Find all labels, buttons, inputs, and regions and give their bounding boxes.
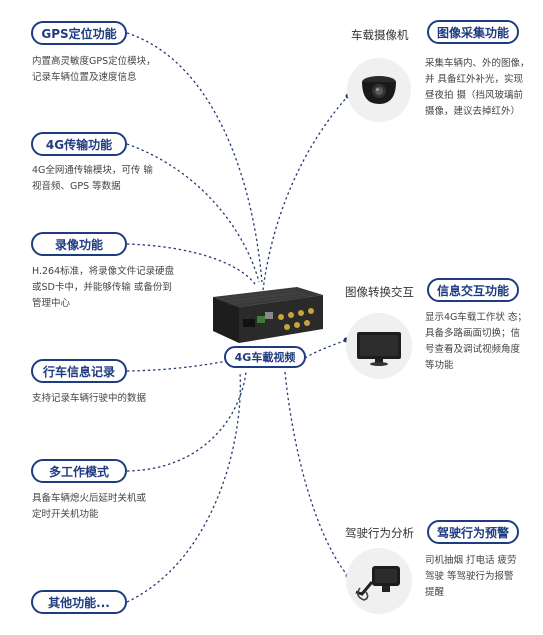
feature-desc-image-capture: 采集车辆内、外的图像， 并 具备红外补光，实现 昼夜拍 摄（挡风玻璃前 摄像，建… bbox=[425, 56, 530, 120]
connector-driver-cam bbox=[284, 371, 349, 577]
monitor-graphic bbox=[357, 332, 401, 366]
feature-desc-info-interaction: 显示4G车载工作状 态； 具备多路画面切换；信 号查看及调试视频角度 等功能 bbox=[425, 310, 527, 374]
caption-driving-analysis: 驾驶行为分析 bbox=[345, 526, 414, 540]
desc-line: 号查看及调试视频角度 bbox=[425, 344, 521, 355]
feature-pill-image-capture: 图像采集功能 bbox=[427, 20, 519, 44]
feature-pill-record: 录像功能 bbox=[31, 232, 127, 256]
feature-desc-4g: 4G全网通传输模块，可传 输 视音频、GPS 等数据 bbox=[32, 163, 153, 195]
center-device-label: 4G车載视频 bbox=[224, 346, 306, 368]
desc-line: 管理中心 bbox=[32, 298, 71, 309]
mdvr-device-icon bbox=[213, 287, 323, 343]
dome-camera-graphic bbox=[362, 76, 396, 104]
caption-image-conversion: 图像转换交互 bbox=[345, 285, 414, 299]
desc-line: 摄像，建议去掉红外） bbox=[425, 106, 521, 117]
desc-line: 提醒 bbox=[425, 587, 445, 598]
feature-pill-4g: 4G传输功能 bbox=[31, 132, 127, 156]
caption-vehicle-camera: 车载摄像机 bbox=[351, 28, 409, 42]
mdvr-device-image bbox=[205, 283, 327, 353]
desc-line: 显示4G车载工作状 态； bbox=[425, 312, 527, 323]
desc-line: 等功能 bbox=[425, 360, 454, 371]
feature-desc-driving-alert: 司机抽烟 打电话 疲劳 驾驶 等驾驶行为报警 提醒 bbox=[425, 553, 517, 601]
driver-camera-graphic bbox=[355, 566, 400, 601]
desc-line: 视音频、GPS 等数据 bbox=[32, 181, 121, 192]
feature-pill-multi-mode: 多工作模式 bbox=[31, 459, 127, 483]
desc-line: 昼夜拍 摄（挡风玻璃前 bbox=[425, 90, 524, 101]
monitor-icon bbox=[346, 313, 412, 379]
feature-desc-driving-record: 支持记录车辆行驶中的数据 bbox=[32, 391, 146, 407]
desc-line: 支持记录车辆行驶中的数据 bbox=[32, 393, 147, 404]
driver-camera-icon bbox=[346, 548, 412, 614]
desc-line: 并 具备红外补光，实现 bbox=[425, 74, 524, 85]
connector-multi-mode bbox=[126, 371, 247, 472]
connector-camera bbox=[262, 95, 349, 291]
feature-desc-record: H.264标准，将录像文件记录硬盘 或SD卡中，并能够传输 或备份到 管理中心 bbox=[32, 264, 174, 312]
desc-line: 4G全网通传输模块，可传 输 bbox=[32, 165, 153, 176]
feature-desc-multi-mode: 具备车辆熄火后延时关机或 定时开关机功能 bbox=[32, 491, 146, 523]
desc-line: H.264标准，将录像文件记录硬盘 bbox=[32, 266, 175, 277]
desc-line: 司机抽烟 打电话 疲劳 bbox=[425, 555, 517, 566]
feature-desc-gps: 内置高灵敏度GPS定位模块， 记录车辆位置及速度信息 bbox=[32, 54, 156, 86]
desc-line: 记录车辆位置及速度信息 bbox=[32, 72, 137, 83]
feature-pill-other: 其他功能... bbox=[31, 590, 127, 614]
desc-line: 驾驶 等驾驶行为报警 bbox=[425, 571, 514, 582]
desc-line: 具备车辆熄火后延时关机或 bbox=[32, 493, 147, 504]
feature-pill-driving-alert: 驾驶行为预警 bbox=[427, 520, 519, 544]
desc-line: 采集车辆内、外的图像， bbox=[425, 58, 530, 69]
feature-pill-driving-record: 行车信息记录 bbox=[31, 359, 127, 383]
feature-pill-info-interaction: 信息交互功能 bbox=[427, 278, 519, 302]
desc-line: 具备多路画面切换；信 bbox=[425, 328, 521, 339]
feature-pill-gps: GPS定位功能 bbox=[31, 21, 127, 45]
desc-line: 定时开关机功能 bbox=[32, 509, 99, 520]
dome-camera-icon bbox=[347, 58, 411, 122]
desc-line: 或SD卡中，并能够传输 或备份到 bbox=[32, 282, 172, 293]
desc-line: 内置高灵敏度GPS定位模块， bbox=[32, 56, 156, 67]
